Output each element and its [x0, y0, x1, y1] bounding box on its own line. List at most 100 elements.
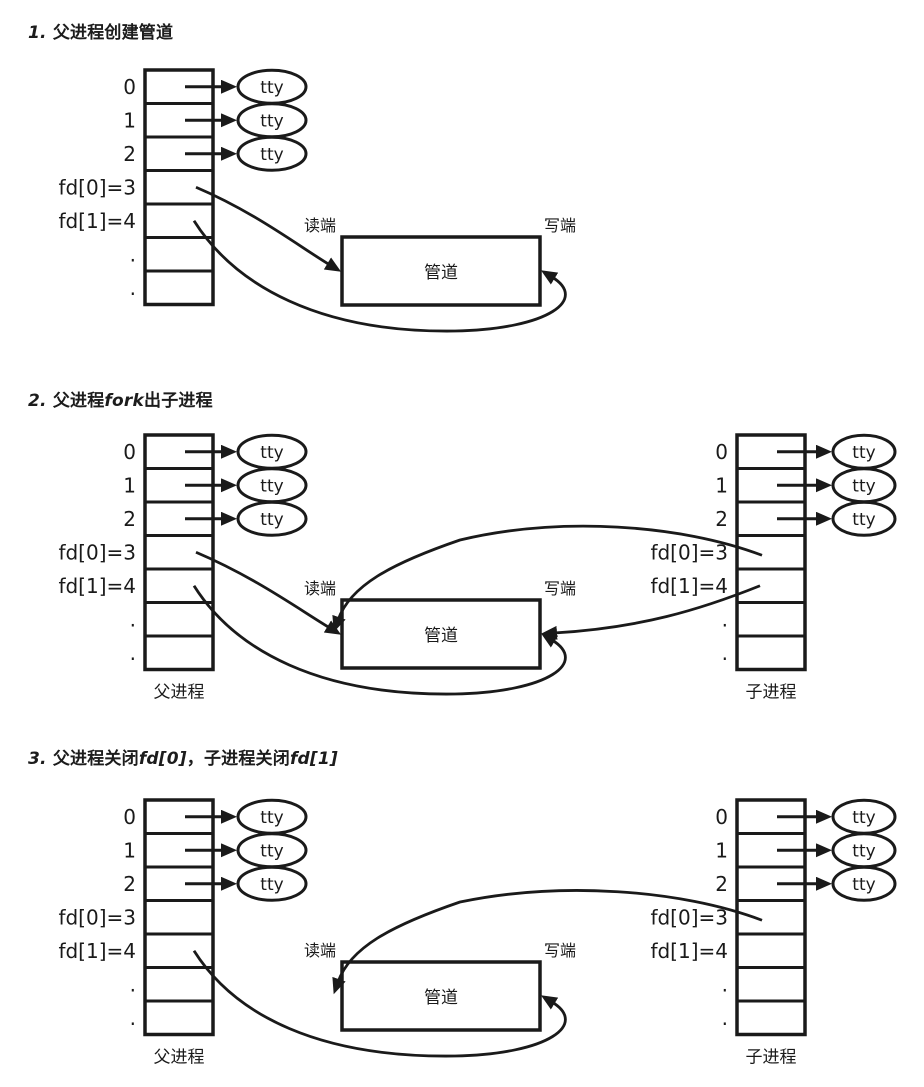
tty-node	[236, 865, 308, 902]
tty-node	[236, 500, 308, 537]
fd-row-label: .	[130, 276, 136, 300]
fd-row-label: 1	[123, 838, 136, 862]
fd-row-label: fd[0]=3	[650, 540, 728, 564]
fd-row-label: 0	[715, 440, 728, 464]
heading-part: 父进程关闭	[52, 749, 139, 769]
section-3-heading: 3. 父进程关闭fd[0]，子进程关闭fd[1]	[28, 744, 338, 769]
fd-row-label: 1	[123, 473, 136, 497]
fd-row-label: .	[722, 1006, 728, 1030]
fd-row-label: fd[0]=3	[650, 905, 728, 929]
heading-part: 1.	[28, 23, 53, 43]
heading-part: fork	[104, 391, 144, 411]
tty-label: tty	[852, 510, 875, 530]
fd-row-label: fd[1]=4	[650, 939, 728, 963]
fd-row-label: 1	[715, 838, 728, 862]
heading-part: fd[0]	[138, 749, 187, 769]
tty-label: tty	[852, 443, 875, 463]
fd-table-parent: 0 1 2 fd[0]=3 fd[1]=4.. tty tty tty	[58, 433, 308, 672]
read-end-label: 读端	[304, 579, 336, 598]
tty-label: tty	[260, 808, 283, 828]
parent-process-label: 父进程	[154, 683, 205, 703]
section-2-diagram: 0 1 2 fd[0]=3 fd[1]=4.. tty tty tty 0 1 2 fd[0]=3 fd…	[58, 433, 897, 703]
arrow-child-fd0-read	[332, 524, 763, 633]
fd-row-label: 2	[715, 507, 728, 531]
arrow-parent-fd1-write	[192, 950, 567, 1058]
section-3-diagram: 0 1 2 fd[0]=3 fd[1]=4.. tty tty tty 0 1 2 fd[0]=3 fd…	[58, 798, 897, 1068]
tty-label: tty	[260, 510, 283, 530]
fd-row-label: 1	[715, 473, 728, 497]
tty-label: tty	[852, 476, 875, 496]
fd-row-label: 2	[123, 872, 136, 896]
write-end-label: 写端	[544, 579, 576, 598]
fd-row-label: 2	[715, 872, 728, 896]
arrow-parent-fd0-read	[195, 550, 342, 635]
heading-part: 父进程创建管道	[52, 23, 174, 43]
tty-label: tty	[260, 443, 283, 463]
arrow-parent-fd1-write	[192, 585, 567, 696]
tty-label: tty	[852, 875, 875, 895]
tty-label: tty	[260, 78, 283, 98]
pipe-label: 管道	[424, 988, 458, 1008]
fd-row-label: 0	[123, 75, 136, 99]
arrow-child-fd1-write	[541, 584, 761, 640]
fd-table-child: 0 1 2 fd[0]=3 fd[1]=4.. tty tty tty	[650, 433, 897, 672]
fd-row-label: 2	[123, 142, 136, 166]
pipe-label: 管道	[424, 626, 458, 646]
fd-row-label: fd[1]=4	[58, 574, 136, 598]
section-1-heading: 1. 父进程创建管道	[28, 18, 173, 43]
fd-row-label: 0	[123, 440, 136, 464]
fd-row-label: fd[0]=3	[58, 540, 136, 564]
heading-part: 出子进程	[144, 391, 213, 411]
fd-row-label: .	[130, 972, 136, 996]
fd-row-label: fd[0]=3	[58, 175, 136, 199]
tty-label: tty	[260, 111, 283, 131]
heading-part: 父进程	[52, 391, 105, 411]
fd-table-parent: 0 1 2 fd[0]=3 fd[1]=4.. tty tty tty	[58, 798, 308, 1037]
read-end-label: 读端	[304, 941, 336, 960]
heading-part: ，子进程关闭	[186, 749, 290, 769]
tty-label: tty	[260, 875, 283, 895]
fd-row-label: fd[1]=4	[58, 939, 136, 963]
fd-row-label: 2	[123, 507, 136, 531]
fd-row-label: .	[130, 242, 136, 266]
fd-row-label: .	[722, 607, 728, 631]
tty-label: tty	[852, 808, 875, 828]
tty-label: tty	[260, 841, 283, 861]
fd-row-label: 0	[123, 805, 136, 829]
fd-row-label: .	[722, 972, 728, 996]
heading-part: 3.	[28, 749, 53, 769]
fd-row-label: 1	[123, 108, 136, 132]
write-end-label: 写端	[544, 941, 576, 960]
pipe-box: 管道读端写端	[304, 216, 576, 307]
fd-row-label: .	[130, 641, 136, 665]
tty-node	[831, 865, 897, 902]
section-1-diagram: 012fd[0]=3fd[1]=4..ttyttytty管道读端写端	[58, 68, 576, 333]
fd-row-label: 0	[715, 805, 728, 829]
pipe-box: 管道 读端 写端	[304, 941, 576, 1032]
pipe-box: 管道 读端 写端	[304, 579, 576, 670]
child-process-label: 子进程	[746, 683, 797, 703]
fd-row-label: .	[722, 641, 728, 665]
fd-row-label: .	[130, 607, 136, 631]
heading-part: 2.	[28, 391, 53, 411]
section-2-heading: 2. 父进程fork出子进程	[28, 386, 213, 411]
tty-label: tty	[260, 476, 283, 496]
tty-label: tty	[852, 841, 875, 861]
fd-row-label: fd[1]=4	[58, 209, 136, 233]
arrow-child-fd0-read	[332, 889, 763, 995]
child-process-label: 子进程	[746, 1048, 797, 1068]
arrow-parent-fd0-read	[195, 185, 342, 272]
write-end-label: 写端	[544, 216, 576, 235]
parent-process-label: 父进程	[154, 1048, 205, 1068]
tty-node	[236, 135, 308, 172]
read-end-label: 读端	[304, 216, 336, 235]
fd-row-label: fd[0]=3	[58, 905, 136, 929]
fd-table-child: 0 1 2 fd[0]=3 fd[1]=4.. tty tty tty	[650, 798, 897, 1037]
fd-row-label: .	[130, 1006, 136, 1030]
fd-row-label: fd[1]=4	[650, 574, 728, 598]
heading-part: fd[1]	[289, 749, 338, 769]
tty-node	[831, 500, 897, 537]
